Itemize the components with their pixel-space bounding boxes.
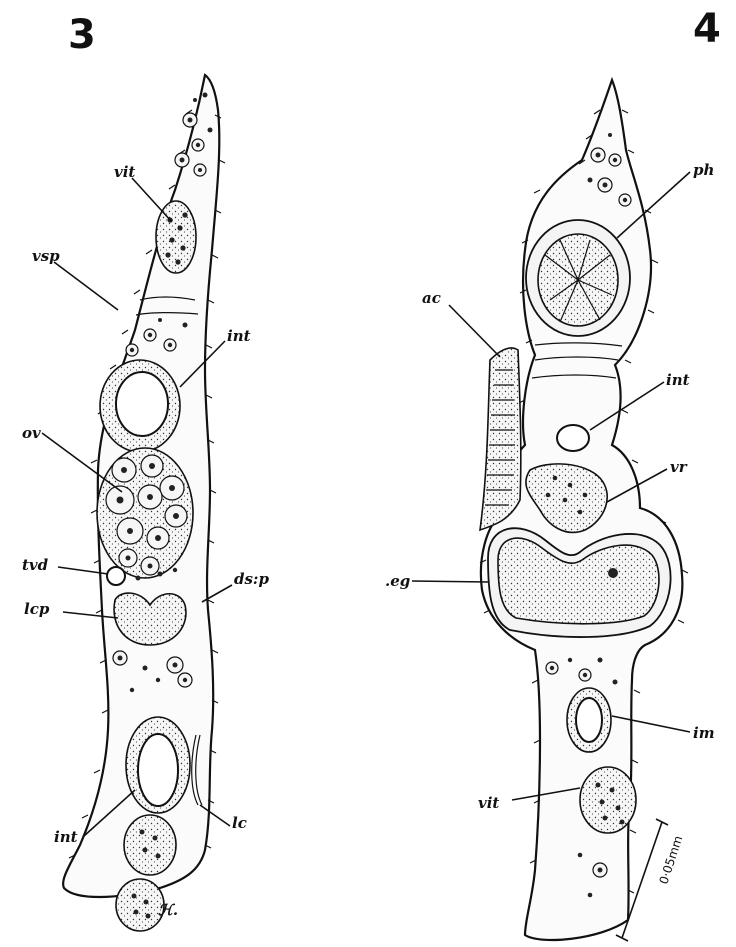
- label-tvd: tvd: [22, 556, 49, 574]
- label-eg: .eg: [385, 572, 410, 590]
- fig3-tvd-vesicle: [107, 567, 125, 585]
- artist-signature: ℋ.: [158, 901, 178, 919]
- label-dsp: ds:p: [234, 570, 269, 588]
- fig4-egg-nucleus: [608, 568, 618, 578]
- label-ov: ov: [22, 424, 41, 442]
- scale-bar-label: 0·05mm: [657, 834, 686, 886]
- fig3-intestine-lower-lumen: [138, 734, 178, 806]
- label-int-upper: int: [227, 327, 251, 345]
- label-lc: lc: [232, 814, 247, 832]
- fig4-intestine: [557, 425, 589, 451]
- fig3-intestine-upper-lumen: [116, 372, 168, 436]
- fig4-ac-organ: [480, 348, 521, 530]
- fig3-vitellarium-lower-1: [124, 815, 176, 875]
- label-vit-fig4: vit: [478, 794, 499, 812]
- fig4-im-lumen: [576, 698, 602, 742]
- figure-number-3: 3: [68, 12, 96, 58]
- label-vr: vr: [670, 458, 688, 476]
- label-vsp: vsp: [32, 247, 60, 265]
- label-lcp: lcp: [24, 600, 50, 618]
- fig4-vitellarium: [580, 767, 636, 833]
- figure-4: 4: [385, 6, 721, 941]
- label-int-lower: int: [54, 828, 78, 846]
- label-im: im: [693, 724, 715, 742]
- label-vit: vit: [114, 163, 135, 181]
- label-int: int: [666, 371, 690, 389]
- figure-3: 3: [22, 12, 269, 931]
- label-ph: ph: [693, 161, 714, 179]
- label-ac: ac: [422, 289, 441, 307]
- fig3-vitellarium-lower-2: [116, 879, 164, 931]
- figure-number-4: 4: [693, 6, 721, 52]
